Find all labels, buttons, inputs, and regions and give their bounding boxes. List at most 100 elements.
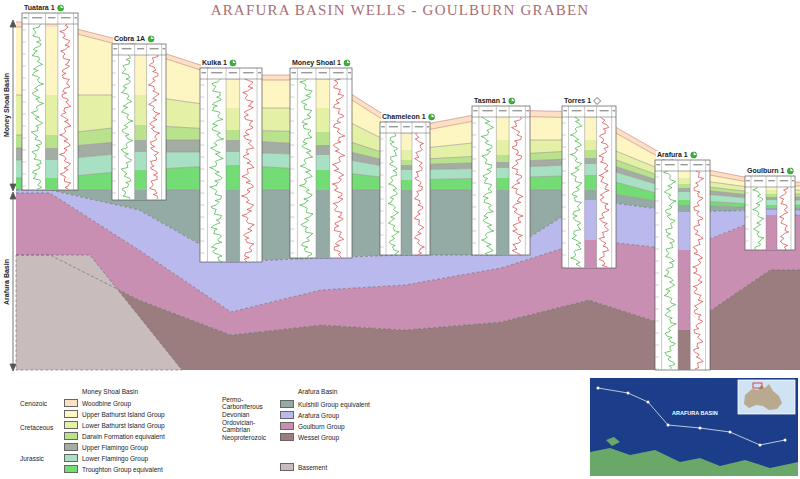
header-mark — [291, 72, 295, 73]
depth-tick — [562, 243, 566, 244]
gamma-ray-curve — [121, 55, 133, 199]
track-divider — [791, 176, 792, 250]
lithology-block — [678, 200, 690, 205]
lithology-block — [135, 140, 147, 152]
depth-tick — [112, 85, 116, 86]
well-symbol-mark — [347, 60, 350, 63]
australia-inset — [738, 380, 795, 414]
lithology-block — [316, 170, 330, 190]
well-log-column: Chameleon 1 — [380, 122, 430, 255]
lithology-block — [46, 24, 58, 27]
header-mark — [229, 72, 237, 73]
depth-tick — [290, 97, 294, 98]
track-divider — [401, 122, 402, 255]
well-log — [200, 68, 262, 262]
well-log — [22, 13, 78, 190]
track-divider — [73, 13, 74, 190]
depth-tick — [112, 121, 116, 122]
well-log — [380, 122, 430, 255]
well-name: Arafura 1 — [656, 151, 689, 159]
depth-tick — [472, 159, 476, 160]
depth-tick — [655, 357, 659, 358]
depth-tick — [200, 241, 204, 242]
depth-tick — [112, 133, 116, 134]
legend-heading: Money Shoal Basin — [82, 388, 138, 395]
track-divider — [146, 44, 147, 200]
header-mark — [163, 48, 166, 49]
lithology-block — [135, 55, 147, 95]
depth-tick — [200, 97, 204, 98]
lithology-block — [496, 162, 509, 168]
header-mark — [693, 164, 702, 165]
depth-tick — [112, 157, 116, 158]
well-symbol-mark — [432, 114, 435, 117]
depth-tick — [562, 171, 566, 172]
legend-swatch — [280, 422, 294, 430]
depth-tick — [200, 145, 204, 146]
depth-tick — [562, 135, 566, 136]
header-mark — [526, 110, 529, 111]
legend-swatch — [280, 433, 294, 441]
track-divider — [478, 106, 479, 255]
lithology-block — [496, 168, 509, 178]
gamma-ray-curve — [31, 24, 43, 189]
lithology-block — [135, 152, 147, 170]
lithology-block — [226, 165, 240, 190]
legend-swatch — [280, 463, 294, 471]
track-divider — [766, 176, 767, 250]
header-mark — [113, 48, 117, 49]
header-mark — [258, 72, 261, 73]
depth-tick — [290, 229, 294, 230]
depth-tick — [380, 187, 384, 188]
lithology-block — [766, 205, 777, 208]
lithology-block — [401, 180, 412, 190]
log-frame — [472, 106, 530, 255]
depth-tick — [200, 193, 204, 194]
basin-axis-label: Arafura Basin — [3, 259, 11, 305]
depth-tick — [655, 297, 659, 298]
map-sea — [590, 378, 798, 476]
era-label: Devonian — [222, 411, 249, 418]
well-name: Chameleon 1 — [381, 113, 427, 121]
sonic-curve — [414, 133, 424, 255]
lithology-block — [678, 188, 690, 192]
lithology-block — [401, 190, 412, 255]
legend-text: Kulshill Group equivalent — [298, 400, 370, 409]
lithology-block — [316, 132, 330, 145]
lithology-block — [585, 150, 597, 158]
legend-swatch — [64, 454, 78, 462]
lithology-block — [226, 80, 240, 108]
well-logs — [22, 13, 795, 370]
header-mark — [482, 110, 492, 111]
well-log-column: Tuatara 1 — [22, 13, 78, 190]
depth-tick — [655, 309, 659, 310]
well-symbol-mark — [512, 98, 515, 101]
legend-swatch — [64, 465, 78, 473]
depth-tick — [472, 183, 476, 184]
lithology-block — [585, 118, 597, 140]
depth-tick — [290, 193, 294, 194]
legend-swatch — [64, 421, 78, 429]
map-island — [606, 437, 620, 446]
gamma-ray-curve — [299, 79, 313, 258]
era-label: Cretaceous — [20, 424, 53, 431]
depth-tick — [22, 114, 26, 115]
lithology-block — [766, 194, 777, 197]
log-frame — [562, 106, 616, 268]
legend-heading: Arafura Basin — [298, 388, 337, 395]
depth-tick — [655, 321, 659, 322]
well-symbol — [594, 97, 601, 104]
depth-tick — [380, 235, 384, 236]
legend-text: Troughton Group equivalent — [82, 465, 163, 474]
lithology-block — [585, 164, 597, 175]
legend-text: Arafura Group — [298, 411, 339, 420]
lithology-block — [766, 200, 777, 205]
depth-tick — [22, 126, 26, 127]
track-divider — [386, 122, 387, 255]
depth-tick — [745, 217, 749, 218]
depth-tick — [22, 150, 26, 151]
lithology-block — [135, 95, 147, 125]
track-divider — [611, 106, 612, 268]
lithology-block — [585, 175, 597, 190]
